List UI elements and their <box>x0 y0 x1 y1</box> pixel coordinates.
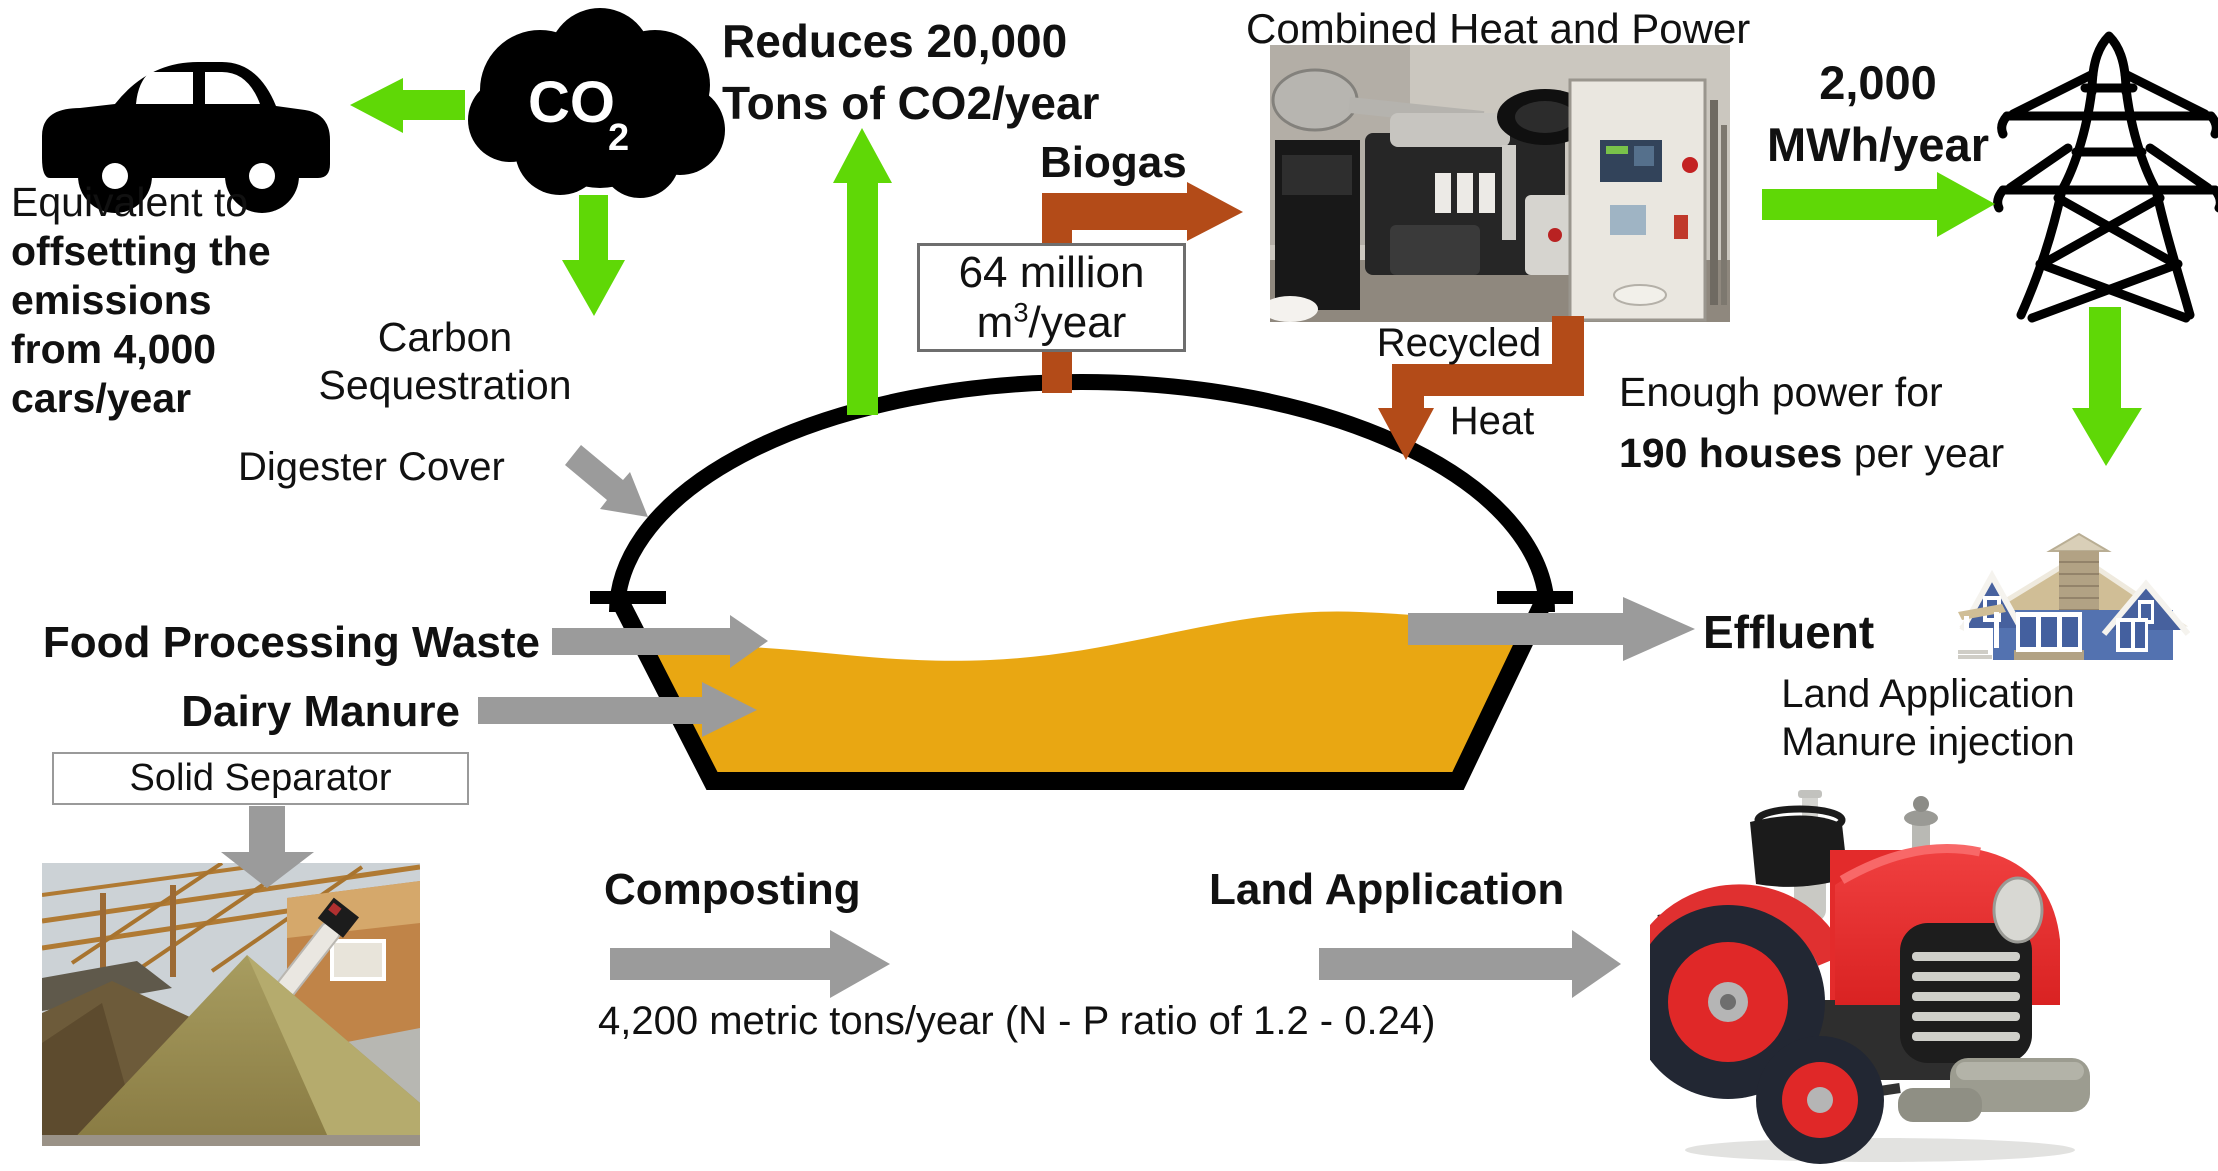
dairy-manure-label: Dairy Manure <box>181 687 460 736</box>
recycled-label: Recycled <box>1376 321 1542 365</box>
arrow-co2-reduction-up <box>833 128 892 415</box>
arrow-food-processing-waste <box>552 615 768 668</box>
arrow-carbon-sequestration-down <box>562 195 625 316</box>
chp-photo <box>1270 45 1730 322</box>
caption-line: offsetting the <box>11 228 271 274</box>
enough-line2: 190 houses per year <box>1619 430 2005 476</box>
co2-cloud-icon: CO 2 <box>468 8 725 198</box>
reduces-line2: Tons of CO2/year <box>722 77 1100 129</box>
co2-text: CO <box>528 70 615 135</box>
effluent-label: Effluent <box>1703 606 1875 658</box>
digester-left-tick <box>590 591 666 604</box>
digester-liquid <box>638 611 1531 774</box>
caption-line: cars/year <box>11 375 192 421</box>
land-application-label: Land Application <box>1209 865 1565 914</box>
biogas-volume-line2: m3/year <box>976 295 1127 347</box>
enough-line1: Enough power for <box>1619 369 1943 415</box>
arrow-solid-separator-down <box>221 806 314 888</box>
compost-photo <box>42 863 420 1146</box>
tractor-image <box>1650 790 2090 1164</box>
digester-tank-outline <box>613 600 1551 790</box>
digester-diagram <box>590 374 1573 790</box>
carbon-line1: Carbon <box>377 314 513 360</box>
arrow-grid-to-house <box>2072 307 2142 466</box>
caption-line: emissions <box>11 277 212 323</box>
mwh-line1: 2,000 <box>1819 56 1937 109</box>
effluent-sub2: Manure injection <box>1781 720 2075 764</box>
caption-line: from 4,000 <box>11 326 217 372</box>
mwh-label: 2,000 MWh/year <box>1762 52 1994 176</box>
biogas-volume-line1: 64 million <box>958 247 1145 297</box>
car-equivalent-caption: Equivalent to offsetting the emissions f… <box>11 178 271 423</box>
effluent-sub-caption: Land Application Manure injection <box>1748 670 2108 766</box>
mwh-line2: MWh/year <box>1767 118 1989 171</box>
heat-label: Heat <box>1449 399 1535 443</box>
co2-subscript: 2 <box>608 117 629 159</box>
effluent-sub1: Land Application <box>1781 672 2075 716</box>
digester-right-tick <box>1497 591 1573 604</box>
co2-reduction-label: Reduces 20,000 Tons of CO2/year <box>722 10 1099 134</box>
arrow-co2-to-car <box>350 78 465 133</box>
caption-line: Equivalent to <box>11 179 249 225</box>
carbon-line2: Sequestration <box>318 362 572 408</box>
solid-separator-label: Solid Separator <box>129 757 392 799</box>
biogas-label: Biogas <box>1040 138 1187 187</box>
house-image <box>1958 532 2190 660</box>
enough-power-caption: Enough power for 190 houses per year <box>1619 362 2004 484</box>
arrow-land-application <box>1319 930 1621 998</box>
arrow-recycled-heat <box>1378 316 1584 460</box>
arrow-effluent <box>1408 597 1695 661</box>
food-processing-waste-label: Food Processing Waste <box>42 618 540 667</box>
reduces-line1: Reduces 20,000 <box>722 15 1068 67</box>
arrow-digester-cover-pointer <box>565 445 648 517</box>
arrow-power-to-grid <box>1762 172 1995 237</box>
arrow-composting <box>610 930 890 998</box>
solid-separator-box: Solid Separator <box>52 752 469 805</box>
composting-label: Composting <box>604 865 861 914</box>
arrow-dairy-manure <box>478 682 757 737</box>
biogas-volume-box: 64 million m3/year <box>917 243 1186 352</box>
digester-cover-arc <box>609 374 1555 613</box>
car-icon <box>42 62 330 213</box>
transmission-tower-icon <box>1993 31 2218 323</box>
carbon-sequestration-label: Carbon Sequestration <box>300 313 590 409</box>
chp-title: Combined Heat and Power <box>1246 5 1751 52</box>
metric-tons-caption: 4,200 metric tons/year (N - P ratio of 1… <box>598 999 1436 1043</box>
digester-cover-label: Digester Cover <box>238 445 505 489</box>
